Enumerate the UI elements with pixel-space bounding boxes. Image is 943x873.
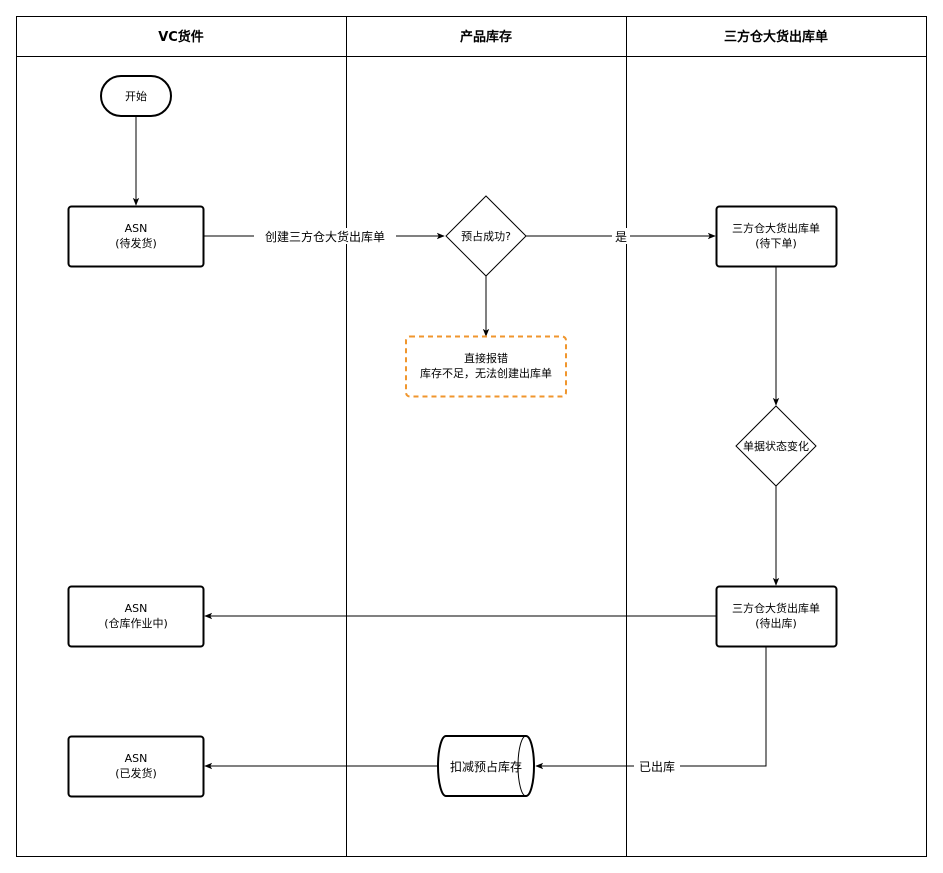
asn-pending-line2: (待发货)	[115, 236, 157, 250]
deduct-reserved-stock-node[interactable]: 扣减预占库存	[437, 735, 535, 797]
start-node[interactable]: 开始	[100, 75, 172, 117]
order-waiting-out-line1: 三方仓大货出库单	[732, 601, 820, 615]
asn-warehouse-line1: ASN	[125, 602, 148, 615]
decision-reserve-success[interactable]: 预占成功?	[445, 195, 527, 277]
asn-shipped-node[interactable]: ASN (已发货)	[67, 735, 205, 798]
lane-title-vc: VC货件	[158, 29, 204, 45]
edge-label-yes: 是	[615, 230, 627, 244]
order-pending-line1: 三方仓大货出库单	[732, 221, 820, 235]
deduct-reserved-stock-label: 扣减预占库存	[450, 759, 522, 774]
asn-warehouse-line2: (仓库作业中)	[104, 616, 168, 630]
order-pending-node[interactable]: 三方仓大货出库单 (待下单)	[715, 205, 838, 268]
edges	[132, 116, 780, 770]
edge-label-shipped-out: 已出库	[639, 759, 675, 774]
error-node[interactable]: 直接报错 库存不足，无法创建出库单	[405, 335, 567, 398]
asn-warehouse-node[interactable]: ASN (仓库作业中)	[67, 585, 205, 648]
asn-pending-node[interactable]: ASN (待发货)	[67, 205, 205, 268]
error-line1: 直接报错	[464, 351, 508, 365]
order-waiting-out-node[interactable]: 三方仓大货出库单 (待出库)	[715, 585, 838, 648]
order-pending-line2: (待下单)	[755, 236, 797, 250]
decision-status-change[interactable]: 单据状态变化	[735, 405, 817, 487]
lane-title-order: 三方仓大货出库单	[724, 29, 828, 45]
lane-title-stock: 产品库存	[460, 29, 512, 45]
asn-shipped-line2: (已发货)	[115, 766, 157, 780]
start-node-label: 开始	[125, 89, 147, 103]
edge-label-create-order: 创建三方仓大货出库单	[265, 229, 385, 244]
error-line2: 库存不足，无法创建出库单	[420, 366, 552, 380]
edge-waiting-to-deduct	[535, 646, 767, 770]
asn-shipped-line1: ASN	[125, 752, 148, 765]
decision-reserve-success-label: 预占成功?	[461, 229, 511, 243]
asn-pending-line1: ASN	[125, 222, 148, 235]
decision-status-change-label: 单据状态变化	[743, 439, 809, 453]
order-waiting-out-line2: (待出库)	[755, 616, 797, 630]
